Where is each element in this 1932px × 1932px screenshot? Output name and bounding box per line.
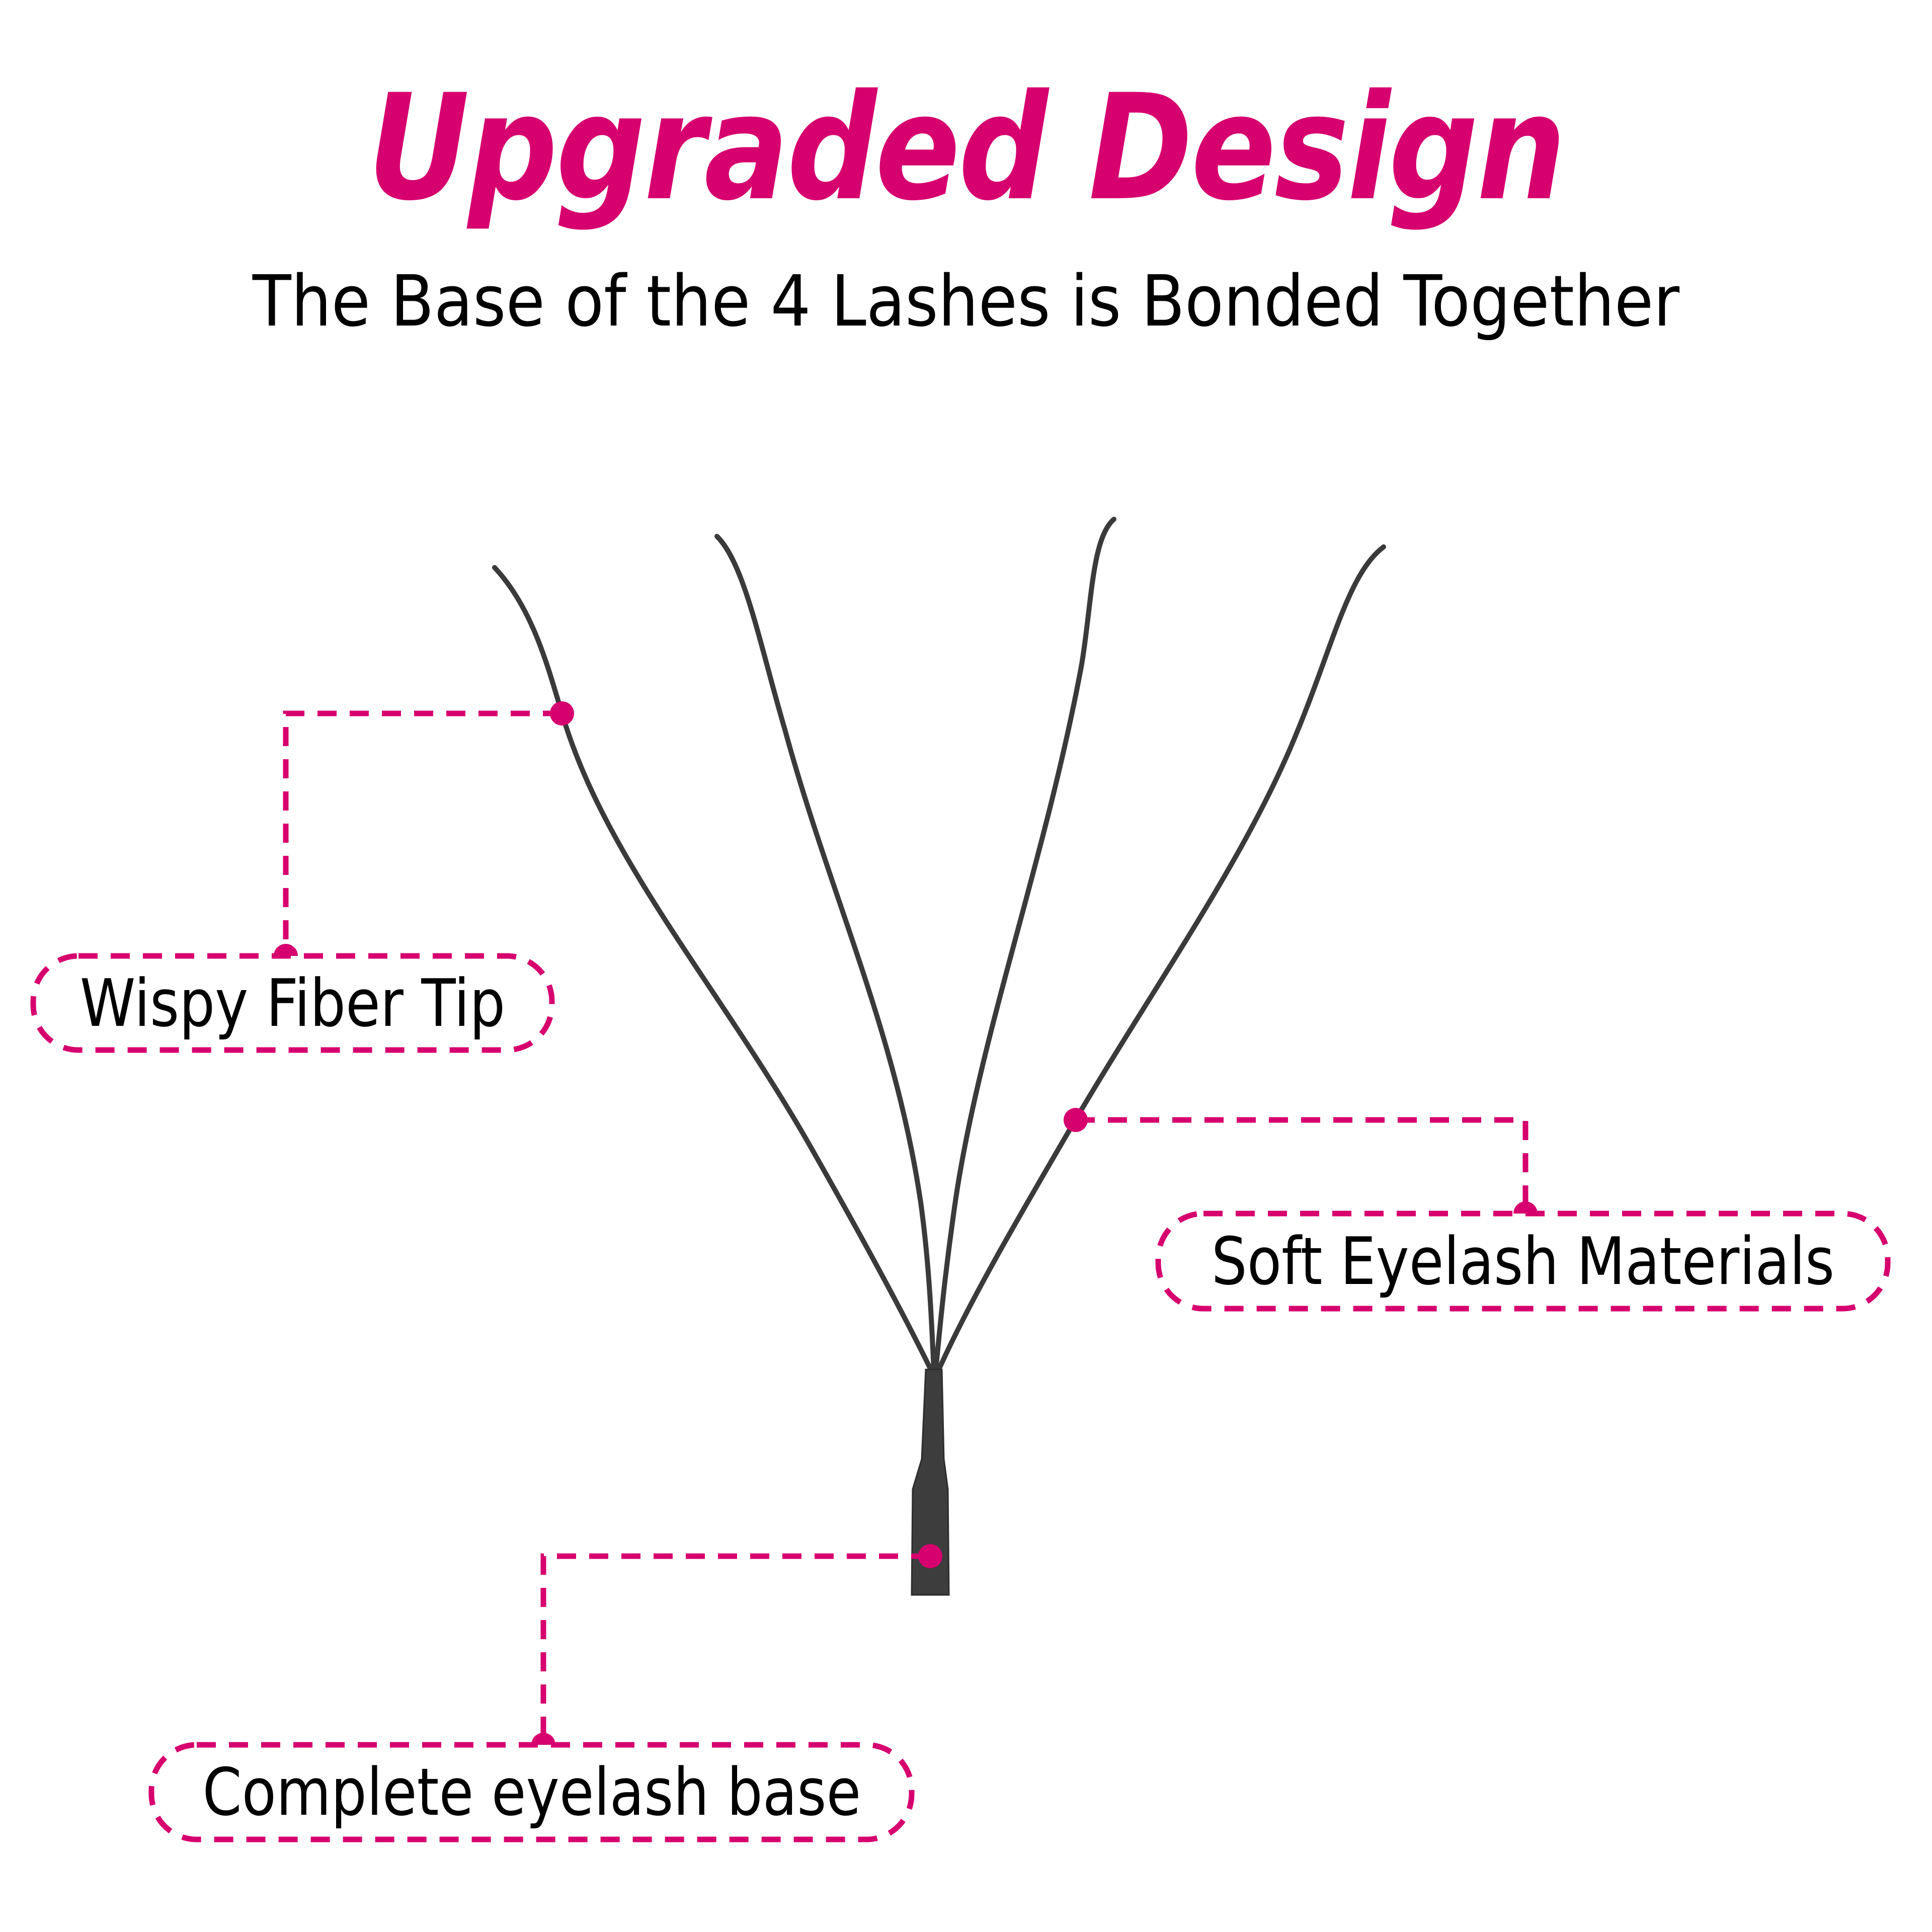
lash-strand-1 bbox=[492, 565, 933, 1372]
eyelash-illustration bbox=[492, 517, 1386, 1596]
callout-connector-base bbox=[540, 1553, 930, 1741]
anchor-dot-icon bbox=[1513, 1201, 1538, 1214]
anchor-dot-icon bbox=[1064, 1108, 1088, 1132]
anchor-dot-icon bbox=[274, 944, 298, 956]
lash-base-stem bbox=[911, 1369, 950, 1596]
callout-label-text: Soft Eyelash Materials bbox=[1211, 1223, 1835, 1300]
page-subtitle: The Base of the 4 Lashes is Bonded Toget… bbox=[252, 261, 1680, 343]
callout-box-outline bbox=[148, 1742, 915, 1842]
callout-label-text: Wispy Fiber Tip bbox=[79, 964, 506, 1041]
callout-label-soft-eyelash-materials: Soft Eyelash Materials bbox=[1158, 1214, 1888, 1309]
anchor-dot-icon bbox=[918, 1544, 942, 1568]
callout-label-wispy-fiber-tip: Wispy Fiber Tip bbox=[33, 956, 552, 1050]
callout-connector-soft bbox=[1076, 1117, 1528, 1210]
lash-strand-2 bbox=[714, 534, 936, 1372]
callout-label-complete-eyelash-base: Complete eyelash base bbox=[151, 1745, 912, 1839]
callout-label-text: Complete eyelash base bbox=[202, 1754, 861, 1830]
page-title: Upgraded Design bbox=[367, 63, 1566, 233]
callout-box-outline bbox=[1155, 1211, 1891, 1312]
lash-strand-4 bbox=[936, 544, 1386, 1372]
anchor-dot-icon bbox=[531, 1733, 555, 1745]
callout-box-outline bbox=[30, 953, 555, 1053]
lash-strand-3 bbox=[933, 517, 1116, 1372]
callout-connector-wispy bbox=[283, 710, 562, 951]
anchor-dot-icon bbox=[550, 701, 574, 726]
